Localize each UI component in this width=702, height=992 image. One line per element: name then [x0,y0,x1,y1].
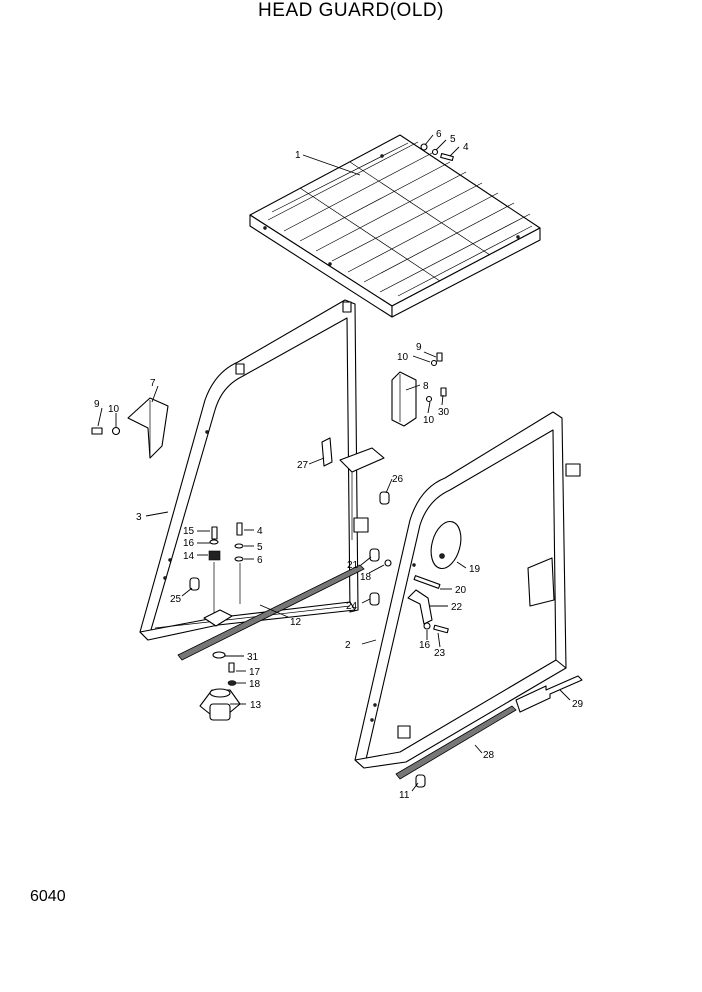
callout-3: 3 [136,512,142,523]
callout-5b: 5 [257,542,263,553]
callout-21: 21 [347,560,359,571]
callout-23: 23 [434,648,446,659]
callout-5a: 5 [450,134,456,145]
left-frame [139,299,359,641]
pin-20 [413,575,441,589]
strip-28 [395,705,517,780]
callout-7: 7 [150,378,156,389]
callout-31: 31 [247,652,259,663]
callout-labels: 1 2 3 4 4 5 5 6 6 7 8 9 9 10 10 10 11 12… [94,129,584,801]
callout-13: 13 [250,700,262,711]
callout-20: 20 [455,585,467,596]
callout-18a: 18 [360,572,372,583]
callout-17: 17 [249,667,261,678]
callout-24: 24 [346,601,358,612]
callout-9a: 9 [94,399,100,410]
callout-10a: 10 [108,404,120,415]
bolt-23 [433,624,449,634]
callout-28: 28 [483,750,495,761]
diagram-title: HEAD GUARD(OLD) [258,0,444,21]
callout-15: 15 [183,526,195,537]
callout-18b: 18 [249,679,261,690]
grommet-26 [379,491,390,505]
callout-16b: 16 [419,640,431,651]
callout-30: 30 [438,407,450,418]
callout-11: 11 [399,790,410,801]
washer-18 [384,559,392,567]
grommet-25 [189,577,200,591]
top-grid-guard [249,134,541,318]
callout-6a: 6 [436,129,442,140]
callout-4a: 4 [463,142,469,153]
callout-2: 2 [345,640,351,651]
callout-10c: 10 [423,415,435,426]
grommet-24 [369,592,380,606]
callout-16a: 16 [183,538,195,549]
mount-13 [199,651,241,721]
right-frame [354,411,581,769]
leader-lines [97,134,571,792]
mirror-19 [430,520,462,570]
callout-8: 8 [423,381,429,392]
handle-27 [321,437,333,467]
grommet-21 [369,548,380,562]
strip-12 [177,564,365,661]
callout-27: 27 [297,460,309,471]
bracket-7 [91,397,169,459]
callout-4b: 4 [257,526,263,537]
callout-6b: 6 [257,555,263,566]
washer-16 [423,622,431,630]
callout-22: 22 [451,602,463,613]
handle-22 [407,589,433,625]
callout-26: 26 [392,474,404,485]
strip-29 [515,675,583,713]
hardware-top [420,143,454,162]
callout-25: 25 [170,594,182,605]
grommet-11 [415,774,426,788]
hardware-stack-left [203,522,244,627]
callout-9b: 9 [416,342,422,353]
callout-29: 29 [572,699,584,710]
bracket-8 [391,352,447,427]
callout-1: 1 [295,150,301,161]
callout-19: 19 [469,564,481,575]
mount-plate [339,447,385,540]
callout-12: 12 [290,617,302,628]
callout-14: 14 [183,551,195,562]
page-number: 6040 [30,888,66,905]
callout-10b: 10 [397,352,409,363]
